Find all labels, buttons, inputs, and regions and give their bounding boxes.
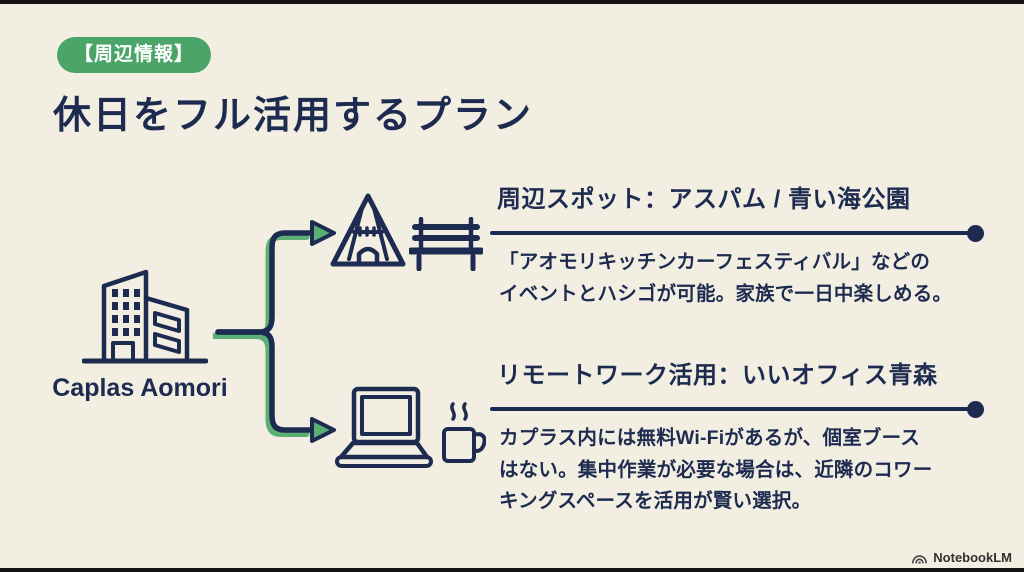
branch-remote-work-rule: [490, 400, 984, 418]
top-edge-bar: [0, 0, 1024, 4]
bench-icon: [409, 217, 483, 271]
rule-endpoint-dot: [967, 224, 984, 242]
rule-endpoint-dot: [967, 400, 984, 418]
branch-remote-work: リモートワーク活用：いいオフィス青森 カプラス内には無料Wi-Fiがあるが、個室…: [490, 362, 984, 518]
branch-spots-heading: 周辺スポット：アスパム / 青い海公園: [497, 186, 911, 213]
rule-line: [490, 231, 969, 235]
laptop-icon: [335, 386, 433, 468]
coffee-cup-icon: [442, 402, 486, 463]
branch-remote-work-body: カプラス内には無料Wi-Fiがあるが、個室ブース はない。集中作業が必要な場合は…: [499, 427, 933, 512]
branch-spots-rule: [490, 224, 984, 242]
notebooklm-logo-icon: [912, 554, 928, 564]
branch-connector: [213, 220, 336, 443]
footer-brand: NotebookLM: [911, 550, 1012, 565]
rule-line: [490, 407, 969, 411]
tent-icon: [330, 193, 406, 267]
branch-remote-work-heading: リモートワーク活用：いいオフィス青森: [497, 362, 938, 389]
page-title: 休日をフル活用するプラン: [53, 95, 534, 137]
branch-spots: 周辺スポット：アスパム / 青い海公園 「アオモリキッチンカーフェスティバル」な…: [490, 186, 984, 310]
source-label: Caplas Aomori: [52, 374, 228, 402]
footer-brand-label: NotebookLM: [933, 550, 1012, 565]
branch-spots-body: 「アオモリキッチンカーフェスティバル」などの イベントとハシゴが可能。家族で一日…: [499, 251, 953, 305]
building-icon: [82, 269, 208, 364]
section-badge: 【周辺情報】: [57, 37, 212, 73]
bottom-edge-bar: [0, 568, 1024, 572]
